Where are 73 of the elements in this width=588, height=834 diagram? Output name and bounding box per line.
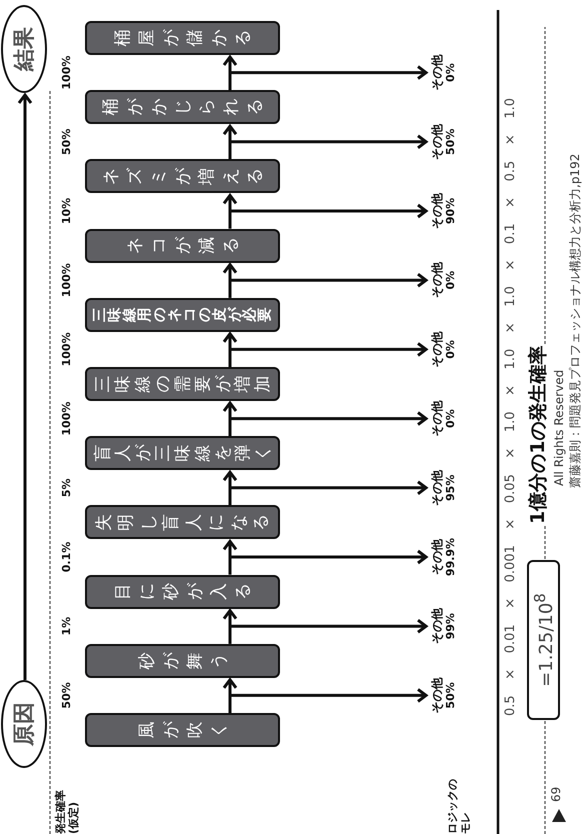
arrow — [228, 688, 428, 713]
summary-heading: 1億分の1の発生確率 — [527, 344, 550, 526]
arrow — [228, 411, 428, 436]
event-text: 三味線用のネコの皮が必要 — [92, 308, 272, 322]
event-text: 目に砂が入る — [112, 583, 254, 600]
outcome-label: その他 — [430, 539, 444, 575]
event-text: 盲人が三味線を弾く — [92, 444, 272, 462]
probability-value: 50% — [444, 128, 457, 155]
product-formula: 0.5 × 0.01 × 0.001 × 0.05 × 1.0 × 1.0 × 1.0 × 0.1 × 0.5 × 1.0 — [503, 98, 519, 716]
outcome-label: その他 — [430, 262, 444, 298]
probability-label: 100% — [60, 402, 74, 436]
event-box — [85, 574, 280, 609]
arrow — [228, 342, 428, 367]
event-box — [85, 228, 280, 263]
arrow — [228, 204, 428, 229]
event-text: 風が吹く — [136, 722, 230, 738]
probability-label: 50% — [60, 128, 74, 155]
arrow — [228, 550, 428, 575]
outcome-label: その他 — [430, 193, 444, 229]
arrow — [18, 94, 32, 680]
arrow — [228, 134, 428, 160]
row-heading: ロジックのモレ — [446, 778, 472, 834]
probability-value: 95% — [444, 474, 457, 501]
event-box — [85, 298, 280, 332]
arrow — [228, 618, 428, 644]
probability-label: 100% — [60, 56, 74, 90]
outcome-label: その他 — [430, 608, 444, 644]
event-box — [85, 644, 280, 678]
arrow — [228, 272, 428, 298]
probability-value: 0% — [444, 63, 457, 82]
event-box — [85, 90, 280, 124]
footer-text: 齋藤嘉則：問題発見プロフェッショナル構想力と分析力,p192 — [568, 154, 582, 488]
row-heading: 発生確率(仮定) — [54, 789, 80, 834]
node-label: 原因 — [11, 702, 38, 746]
result-box — [527, 560, 560, 720]
outcome-label: その他 — [430, 677, 444, 714]
probability-label: 50% — [60, 682, 74, 709]
event-box — [85, 505, 280, 540]
event-text: 桶がかじられる — [100, 98, 266, 116]
probability-value: 0% — [444, 409, 457, 428]
event-text: 三味線の需要が増加 — [92, 376, 272, 392]
event-box — [85, 436, 280, 470]
probability-label: 10% — [60, 198, 74, 224]
outcome-label: その他 — [430, 331, 444, 368]
outcome-label: その他 — [430, 54, 444, 91]
probability-label: 5% — [60, 478, 74, 498]
probability-value: 50% — [444, 682, 457, 709]
event-text: ネコが減る — [124, 237, 242, 254]
event-box — [85, 367, 280, 401]
event-text: ネズミが増える — [100, 168, 266, 185]
probability-label: 1% — [60, 616, 74, 636]
event-text: 桶屋が儲かる — [112, 30, 254, 46]
event-text: 砂が舞う — [136, 652, 230, 670]
outcome-label: その他 — [430, 124, 444, 160]
probability-value: 90% — [444, 198, 457, 224]
probability-value: 99% — [444, 613, 457, 640]
event-box — [85, 21, 280, 55]
node-label: 結果 — [11, 27, 38, 71]
event-text: 失明し盲人になる — [92, 514, 272, 531]
outcome-label: その他 — [430, 470, 444, 506]
outcome-label: その他 — [430, 400, 444, 437]
event-box — [85, 713, 280, 747]
event-box — [85, 159, 280, 194]
probability-value: 99.9% — [444, 538, 457, 576]
arrow — [228, 65, 428, 90]
footer-text: All Rights Reserved — [552, 370, 566, 486]
arrow — [228, 480, 428, 506]
probability-label: 100% — [60, 263, 74, 298]
footer-text: 69 — [549, 786, 564, 802]
probability-label: 0.1% — [60, 542, 74, 572]
probability-value: 0% — [444, 270, 457, 290]
probability-label: 100% — [60, 332, 74, 366]
probability-value: 0% — [444, 340, 457, 359]
